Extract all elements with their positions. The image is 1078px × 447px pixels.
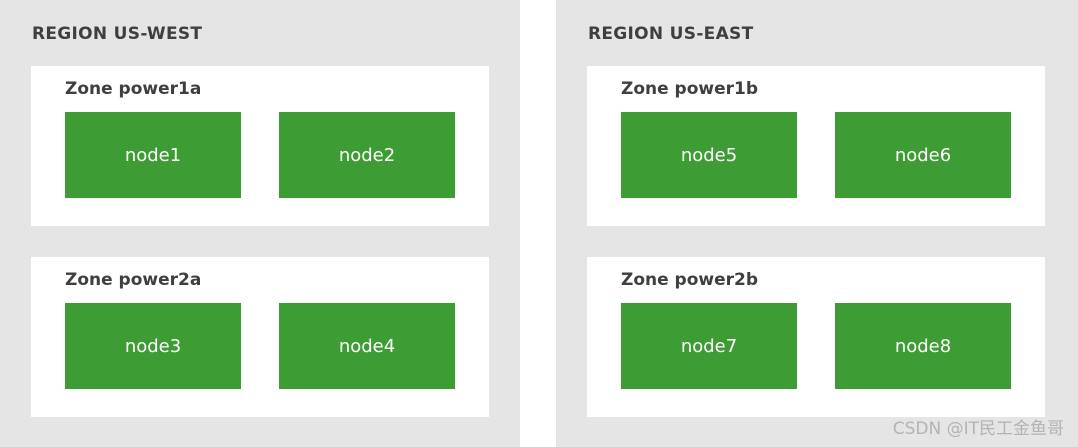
zone-title: Zone power2b <box>621 270 759 290</box>
zone-power1b: Zone power1b node5 node6 <box>587 66 1045 226</box>
node-box: node8 <box>835 303 1011 389</box>
region-title: REGION US-WEST <box>32 24 203 44</box>
watermark-text: CSDN @IT民工金鱼哥 <box>892 419 1064 439</box>
node-box: node1 <box>65 112 241 198</box>
zone-title: Zone power1b <box>621 79 759 99</box>
region-us-east: REGION US-EAST Zone power1b node5 node6 … <box>556 0 1078 447</box>
zone-power2b: Zone power2b node7 node8 <box>587 257 1045 417</box>
node-box: node2 <box>279 112 455 198</box>
zone-power2a: Zone power2a node3 node4 <box>31 257 489 417</box>
node-box: node3 <box>65 303 241 389</box>
zone-power1a: Zone power1a node1 node2 <box>31 66 489 226</box>
region-title: REGION US-EAST <box>588 24 754 44</box>
node-box: node7 <box>621 303 797 389</box>
zone-title: Zone power1a <box>65 79 202 99</box>
node-box: node5 <box>621 112 797 198</box>
region-us-west: REGION US-WEST Zone power1a node1 node2 … <box>0 0 520 447</box>
node-box: node6 <box>835 112 1011 198</box>
node-box: node4 <box>279 303 455 389</box>
zone-title: Zone power2a <box>65 270 202 290</box>
